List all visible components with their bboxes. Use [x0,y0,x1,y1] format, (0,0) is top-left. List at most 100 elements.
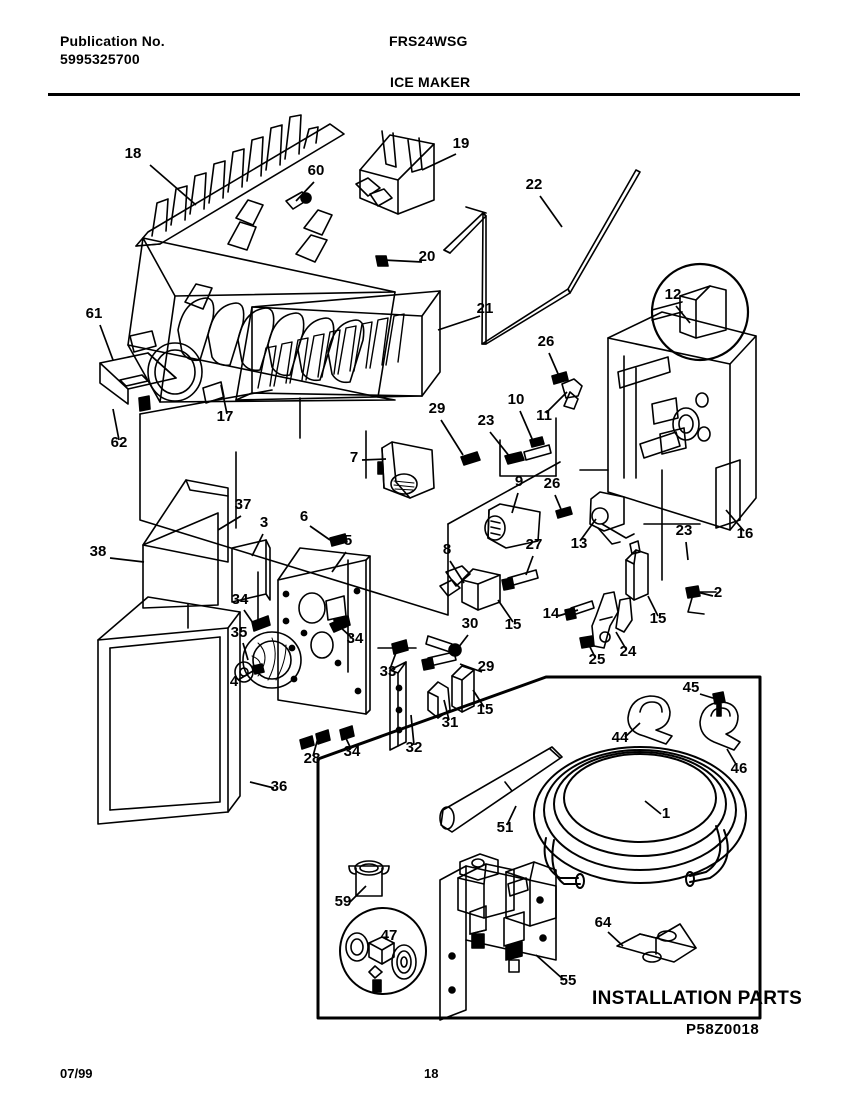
callout-leader-37 [217,515,242,531]
callout-leader-35 [242,642,249,661]
callout-number-16: 16 [737,525,754,542]
callout-leader-45 [699,693,717,700]
callout-number-2: 2 [714,584,722,601]
callout-leader-32 [410,714,415,746]
callout-number-47: 47 [381,927,398,944]
callout-leader-25 [587,642,596,658]
callout-leader-12 [675,305,691,324]
callout-number-19: 19 [453,135,470,152]
callout-number-35: 35 [231,624,248,641]
callout-number-34: 34 [232,591,249,608]
callout-leader-1 [644,800,662,815]
callout-leader-lines [99,153,745,981]
page-number: 18 [424,1066,439,1081]
callout-leader-7 [361,458,387,461]
drawing-code: P58Z0018 [686,1021,760,1038]
callout-leader-31 [443,699,450,721]
callout-number-17: 17 [217,408,234,425]
callout-leader-9 [511,492,519,514]
ice-maker-housing [139,389,561,616]
publication-number: 5995325700 [60,51,140,67]
callout-leader-30 [457,634,469,649]
callout-leader-11 [545,391,568,414]
callout-leader-29 [440,419,464,456]
callout-number-12: 12 [665,286,682,303]
callout-leader-20 [382,259,423,263]
callout-leader-28 [312,737,319,757]
callout-leader-3 [251,533,264,557]
callout-number-61: 61 [86,305,103,322]
callout-number-4: 4 [230,673,239,690]
callout-leader-6 [309,525,331,541]
header-divider [48,93,800,96]
callout-number-26: 26 [544,475,561,492]
callout-number-25: 25 [589,651,606,668]
control-module-assembly [607,262,757,615]
callout-number-46: 46 [731,760,748,777]
callout-number-34: 34 [344,743,361,760]
installation-parts-label: INSTALLATION PARTS [592,988,803,1009]
callout-number-31: 31 [442,714,459,731]
front-panel-assembly [97,479,475,825]
callout-number-20: 20 [419,248,436,265]
callout-number-64: 64 [595,914,612,931]
callout-leader-23 [685,541,689,561]
callout-leader-55 [535,954,565,981]
callout-number-6: 6 [300,508,308,525]
callout-number-45: 45 [683,679,700,696]
callout-leader-27 [525,555,534,576]
callout-number-10: 10 [508,391,525,408]
callout-numbers: 18 60 19 22 20 12 61 2 1 26 17 62 29 23 10 11 7 9 26 13 23 16… [86,135,754,989]
callout-leader-18 [149,164,197,206]
date-code: 07/99 [60,1066,93,1081]
callout-leader-46 [726,748,738,767]
callout-number-22: 22 [526,176,543,193]
callout-leader-22 [539,195,563,228]
callout-leader-38 [109,557,145,563]
callout-leader-29 [459,663,483,673]
callout-leader-36 [249,781,275,789]
callout-number-7: 7 [350,449,358,466]
callout-number-14: 14 [543,605,560,622]
callout-number-11: 11 [536,407,552,424]
callout-number-18: 18 [125,145,142,162]
callout-number-13: 13 [571,535,588,552]
callout-number-8: 8 [443,541,451,558]
callout-number-51: 51 [497,819,514,836]
callout-leader-10 [519,410,534,442]
callout-leader-61 [99,324,114,361]
callout-leader-14 [557,609,579,617]
callout-leader-15 [647,595,659,617]
callout-number-55: 55 [560,972,577,989]
callout-number-15: 15 [650,610,667,627]
callout-number-23: 23 [478,412,495,429]
callout-leader-19 [421,153,457,171]
callout-number-33: 33 [380,663,397,680]
callout-leader-15 [472,689,485,708]
callout-leader-34 [337,624,353,639]
callout-number-29: 29 [429,400,446,417]
callout-number-3: 3 [260,514,268,531]
callout-leader-23 [489,431,511,458]
callout-leader-21 [437,315,481,331]
fill-tube-22 [443,169,641,345]
callout-number-24: 24 [620,643,637,660]
callout-number-23: 23 [676,522,693,539]
callout-number-15: 15 [477,701,494,718]
callout-number-9: 9 [515,473,523,490]
component-parts-row [377,371,701,649]
callout-number-62: 62 [111,434,128,451]
callout-leader-34 [243,609,254,624]
callout-number-26: 26 [538,333,555,350]
callout-number-44: 44 [612,729,629,746]
callout-leader-17 [220,384,228,415]
callout-leader-8 [449,560,465,584]
callout-number-60: 60 [308,162,325,179]
callout-number-34: 34 [347,630,364,647]
callout-leader-26 [554,494,564,515]
ice-maker-rake-assembly [99,114,441,412]
callout-number-1: 1 [662,805,670,822]
callout-number-59: 59 [335,893,352,910]
callout-leader-26 [548,352,560,377]
